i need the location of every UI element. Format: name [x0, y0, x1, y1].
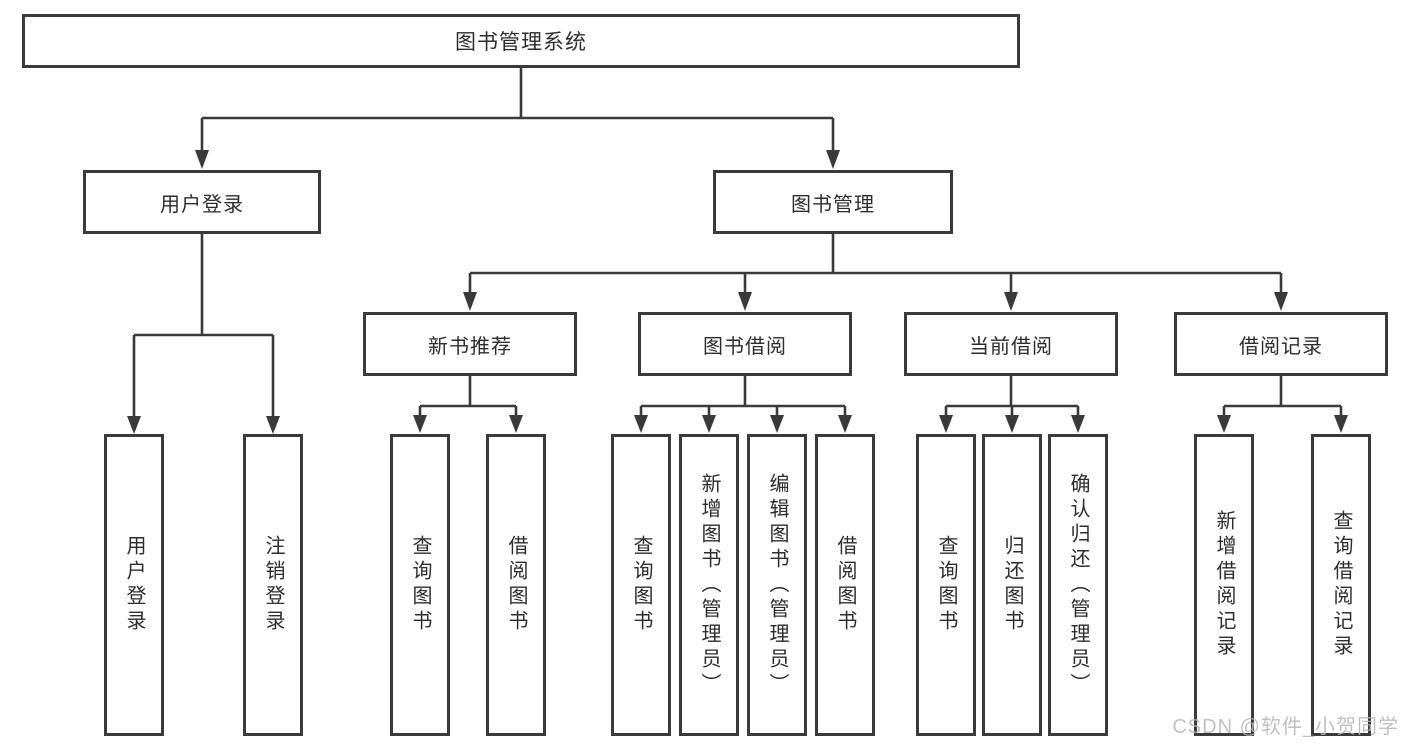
leaf-query-books: 查询图书: [611, 434, 671, 736]
leaf-label: 新增借阅记录: [1213, 510, 1235, 660]
leaf-logout: 注销登录: [243, 434, 303, 736]
leaf-query-books: 查询图书: [916, 434, 976, 736]
leaf-borrow-books: 借阅图书: [815, 434, 875, 736]
leaf-label: 编辑图书（管理员）: [766, 472, 788, 698]
leaf-edit-books-admin: 编辑图书（管理员）: [747, 434, 807, 736]
leaf-confirm-return-admin: 确认归还（管理员）: [1048, 434, 1108, 736]
leaf-label: 查询借阅记录: [1330, 510, 1352, 660]
leaf-add-books-admin: 新增图书（管理员）: [679, 434, 739, 736]
leaf-query-borrow-record: 查询借阅记录: [1311, 434, 1371, 736]
node-current-borrowing: 当前借阅: [904, 312, 1118, 376]
node-book-management: 图书管理: [713, 170, 953, 234]
node-new-book-recommendation: 新书推荐: [363, 312, 577, 376]
leaf-label: 注销登录: [262, 535, 284, 635]
leaf-query-books: 查询图书: [390, 434, 450, 736]
leaf-label: 借阅图书: [834, 535, 856, 635]
leaf-borrow-books: 借阅图书: [486, 434, 546, 736]
node-borrowing-records: 借阅记录: [1174, 312, 1388, 376]
watermark: CSDN @软件_小贺同学: [1172, 716, 1399, 738]
leaf-label: 新增图书（管理员）: [698, 472, 720, 698]
leaf-label: 确认归还（管理员）: [1067, 472, 1089, 698]
leaf-label: 查询图书: [935, 535, 957, 635]
leaf-return-books: 归还图书: [982, 434, 1042, 736]
node-user-login: 用户登录: [83, 170, 321, 234]
leaf-user-login: 用户登录: [104, 434, 164, 736]
leaf-label: 用户登录: [123, 535, 145, 635]
leaf-label: 借阅图书: [505, 535, 527, 635]
leaf-label: 归还图书: [1001, 535, 1023, 635]
leaf-label: 查询图书: [630, 535, 652, 635]
leaf-add-borrow-record: 新增借阅记录: [1194, 434, 1254, 736]
node-book-borrowing: 图书借阅: [638, 312, 852, 376]
leaf-label: 查询图书: [409, 535, 431, 635]
node-library-management-system: 图书管理系统: [22, 14, 1020, 68]
